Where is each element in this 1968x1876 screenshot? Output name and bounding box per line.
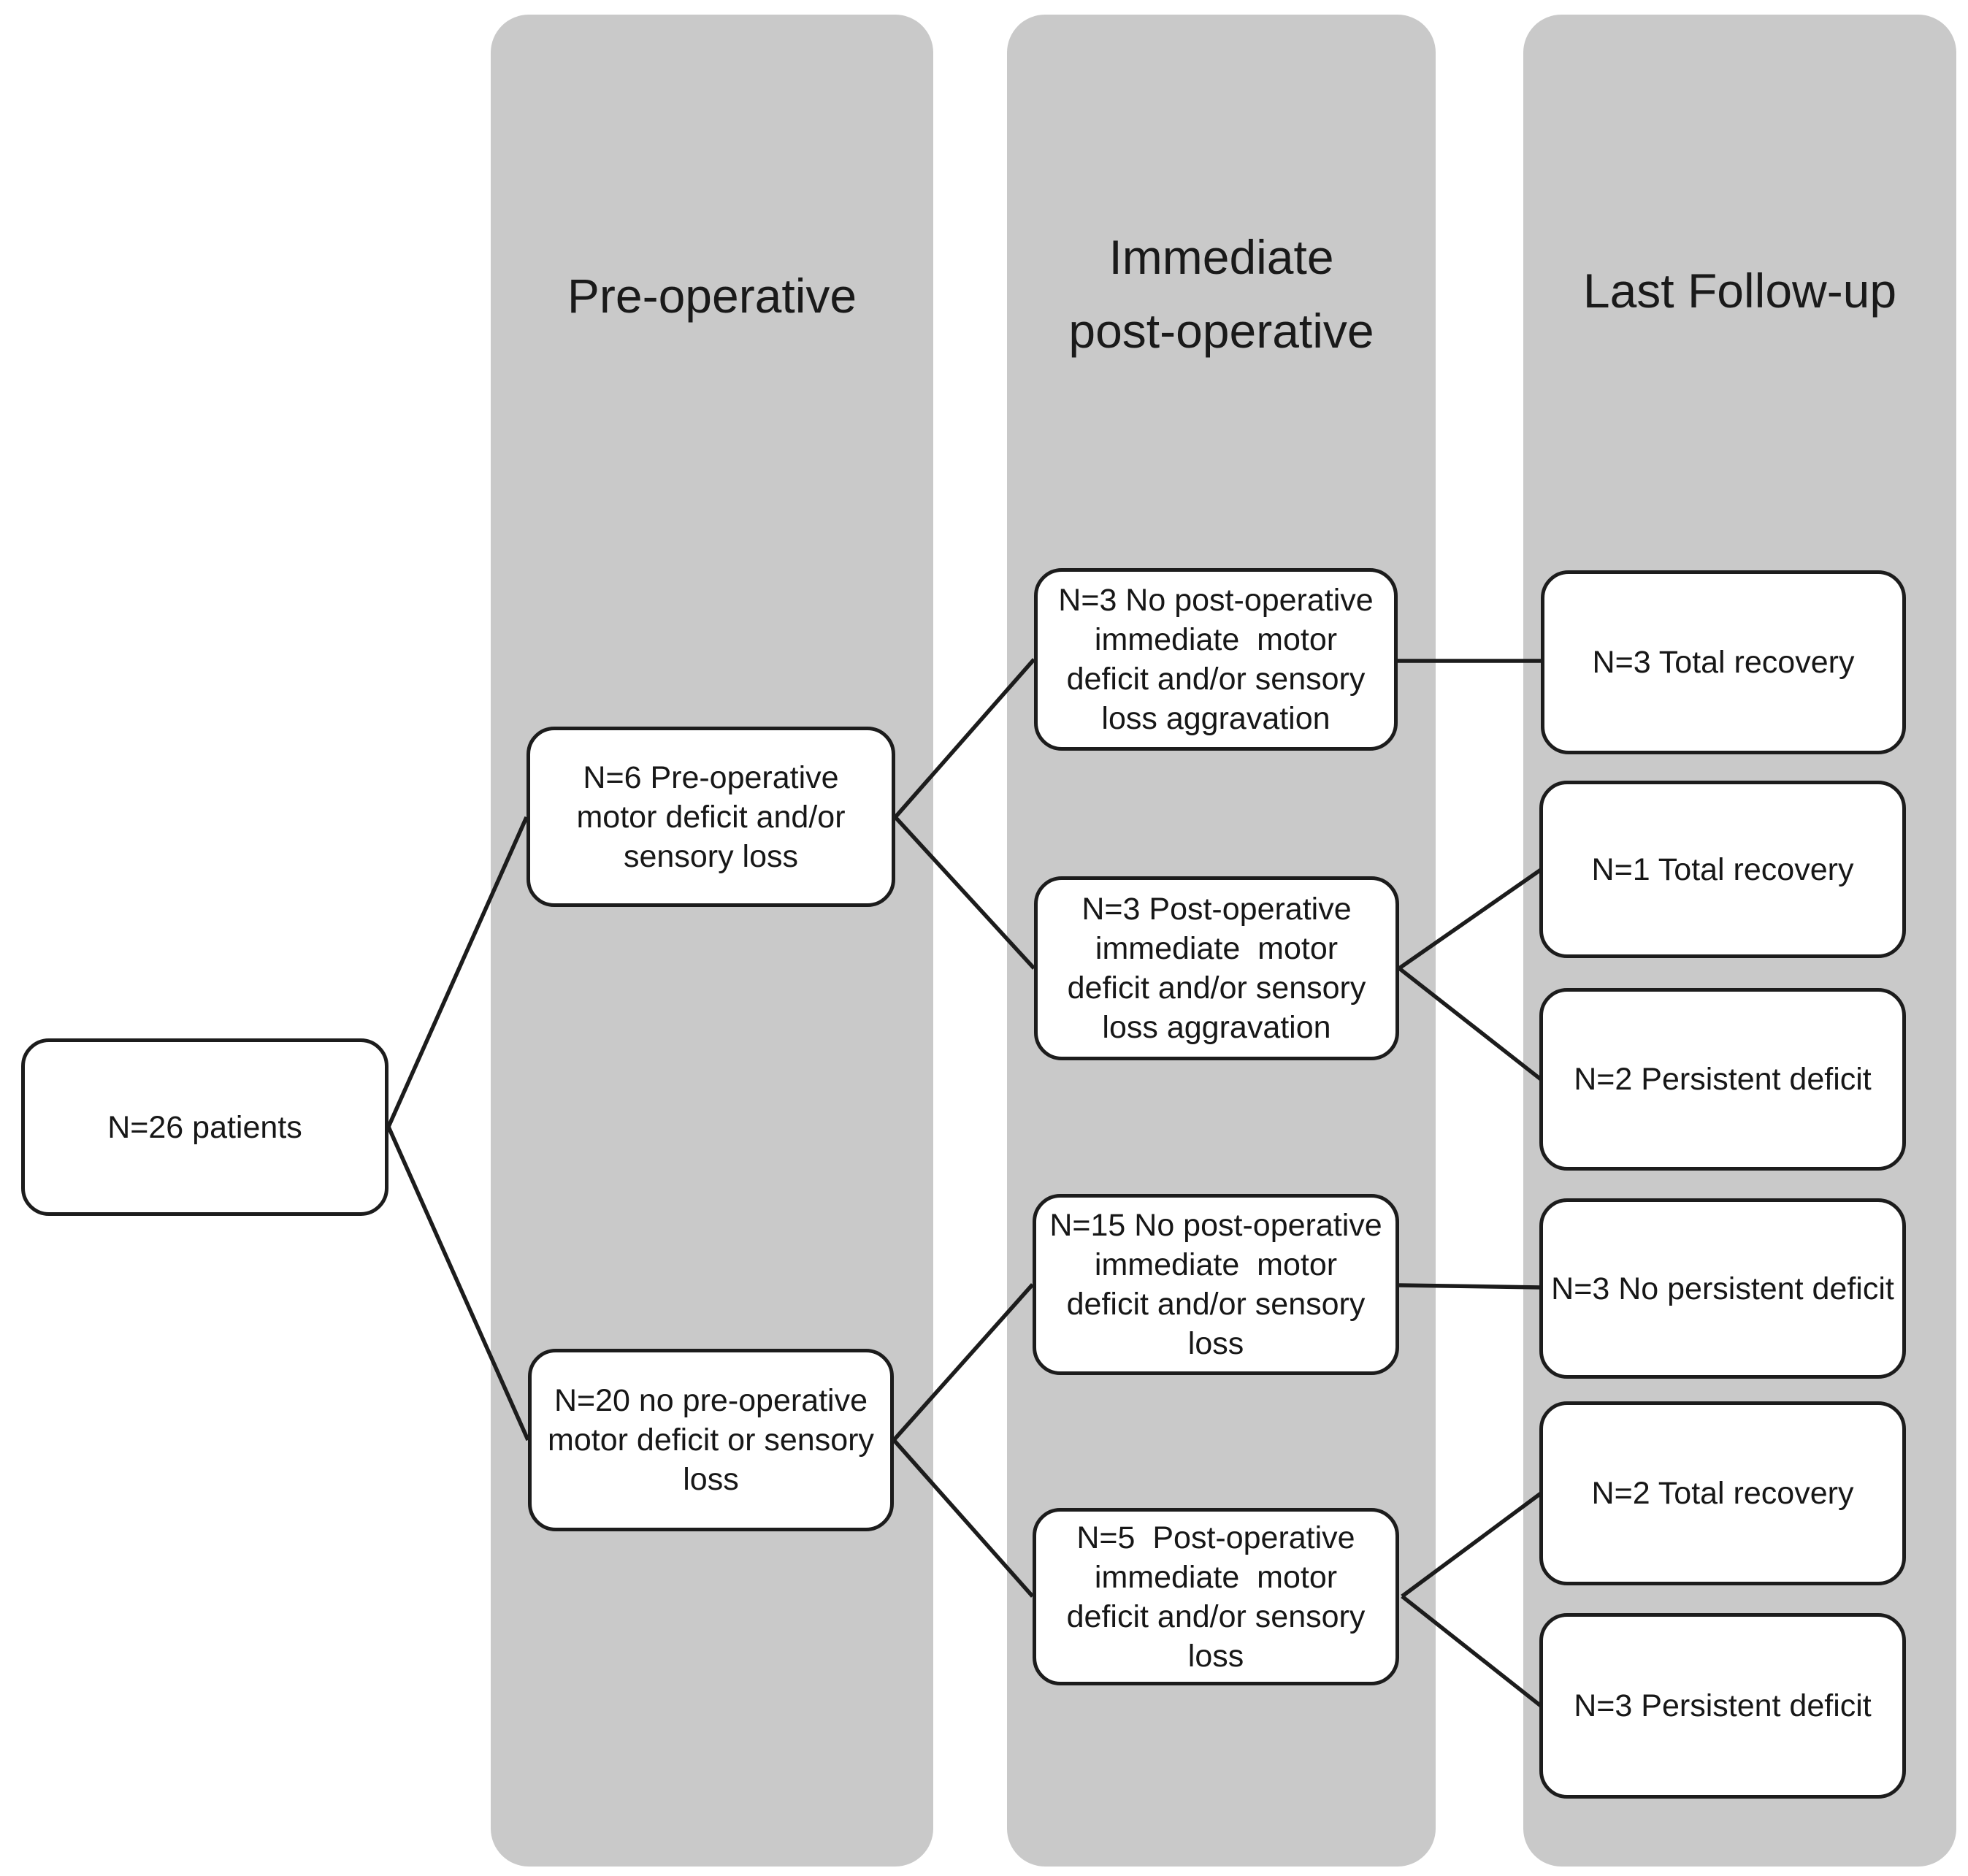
- column-title-last-follow-up: Last Follow-up: [1582, 264, 1897, 318]
- column-title-pre-operative: Pre-operative: [567, 269, 857, 323]
- connector-root-to-preop-deficit: [386, 816, 529, 1128]
- connector-root-to-preop-no-deficit: [386, 1125, 530, 1442]
- connector-postop-deficit-to-persistent-deficit-3: [1401, 1594, 1542, 1708]
- connector-aggravation-to-total-recovery-1: [1398, 868, 1542, 970]
- connector-preop-deficit-to-aggravation: [893, 816, 1036, 970]
- node-preop-motor-deficit: N=6 Pre-operative motor deficit and/or s…: [527, 727, 895, 907]
- node-preop-no-motor-deficit: N=20 no pre-operative motor deficit or s…: [528, 1349, 894, 1531]
- connector-postop-no-deficit-to-no-persistent-deficit: [1398, 1283, 1542, 1290]
- connector-postop-deficit-to-total-recovery-2: [1401, 1491, 1542, 1599]
- column-title-immediate-post-operative: Immediate post-operative: [1068, 230, 1374, 358]
- node-postop-no-deficit: N=15 No post-operative immediate motor d…: [1033, 1194, 1399, 1375]
- connector-preop-no-deficit-to-postop-no-deficit: [892, 1283, 1035, 1442]
- connector-preop-no-deficit-to-postop-deficit: [892, 1439, 1035, 1598]
- node-postop-aggravation: N=3 Post-operative immediate motor defic…: [1034, 876, 1399, 1060]
- connector-aggravation-to-persistent-deficit-2: [1398, 966, 1542, 1081]
- node-postop-deficit: N=5 Post-operative immediate motor defic…: [1033, 1508, 1399, 1685]
- column-pre-operative: [491, 15, 933, 1867]
- node-followup-no-persistent-deficit-3: N=3 No persistent deficit: [1539, 1198, 1906, 1379]
- node-postop-no-aggravation: N=3 No post-operative immediate motor de…: [1034, 568, 1398, 751]
- node-n26-patients: N=26 patients: [21, 1038, 388, 1216]
- node-followup-total-recovery-2: N=2 Total recovery: [1539, 1401, 1906, 1585]
- connector-preop-deficit-to-no-aggravation: [893, 658, 1036, 819]
- node-followup-persistent-deficit-3: N=3 Persistent deficit: [1539, 1613, 1906, 1799]
- node-followup-total-recovery-3: N=3 Total recovery: [1541, 570, 1906, 754]
- node-followup-persistent-deficit-2: N=2 Persistent deficit: [1539, 988, 1906, 1171]
- node-followup-total-recovery-1: N=1 Total recovery: [1539, 781, 1906, 958]
